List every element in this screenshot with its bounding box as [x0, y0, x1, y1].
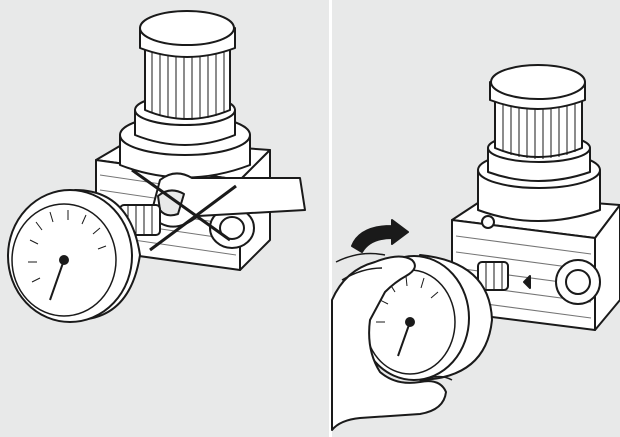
panel-divider: [329, 0, 332, 437]
pressure-gauge: [7, 189, 141, 323]
rotation-arrow-icon: [351, 219, 409, 253]
adjustment-knob: [489, 64, 586, 159]
gauge-fitting: [477, 261, 509, 291]
hand: [331, 252, 453, 431]
pressure-gauge: [358, 254, 493, 381]
regulator-bonnet: [477, 133, 601, 229]
cross-mark-icon: [131, 168, 237, 252]
incorrect-method-panel: [7, 10, 306, 323]
adjustment-knob: [139, 10, 236, 120]
correct-method-panel: [331, 64, 620, 431]
wrench: [149, 172, 306, 228]
